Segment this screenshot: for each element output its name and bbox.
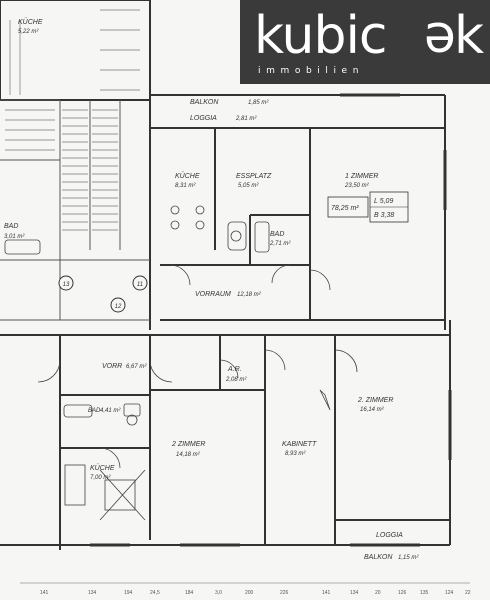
- total-area: 78,25 m²: [331, 205, 359, 212]
- room-kueche-top: KÜCHE: [18, 18, 43, 26]
- stair-label-11: 11: [137, 282, 143, 288]
- bkz-value: B 3,38: [374, 212, 394, 219]
- room-kabinett-area: 8,93 m²: [285, 451, 306, 457]
- lage-value: L 5,09: [374, 198, 393, 205]
- room-kabinett: KABINETT: [282, 441, 317, 448]
- room-balkon-top: BALKON: [190, 99, 219, 106]
- dimension-label: 141: [322, 590, 331, 596]
- logo-flipped-letter: e: [424, 10, 456, 70]
- room-loggia-top: LOGGIA: [190, 115, 217, 122]
- room-zimmer1: 1 ZIMMER: [345, 173, 378, 180]
- room-zimmer2-mid-area: 14,18 m²: [176, 452, 201, 458]
- room-vorr: VORR: [102, 363, 122, 370]
- room-bad-right: BAD: [270, 231, 284, 238]
- room-kueche-area: 8,31 m²: [175, 183, 196, 189]
- room-zimmer2-right-area: 16,14 m²: [360, 407, 385, 413]
- logo-last-letter: k: [454, 6, 485, 66]
- dimension-label: 135: [420, 590, 429, 596]
- room-balkon-top-area: 1,85 m²: [248, 100, 269, 106]
- room-ar-area: 2,08 m²: [225, 377, 247, 383]
- dimension-label: 194: [124, 590, 133, 596]
- room-kueche: KÜCHE: [175, 172, 200, 180]
- dimension-label: 226: [280, 590, 289, 596]
- room-kueche-left: KÜCHE: [90, 464, 115, 472]
- room-vorr-area: 6,67 m²: [126, 364, 147, 370]
- room-kueche-left-area: 7,00 m²: [90, 475, 111, 481]
- dimension-label: 134: [88, 590, 97, 596]
- room-vorraum-area: 12,18 m²: [237, 292, 262, 298]
- room-balkon-right-area: 1,15 m²: [398, 555, 419, 561]
- room-ar: A.R.: [227, 366, 242, 373]
- room-loggia-top-area: 2,81 m²: [235, 116, 257, 122]
- room-essplatz-area: 5,05 m²: [238, 183, 259, 189]
- dimension-label: 3,0: [215, 590, 222, 596]
- room-bad-mid-area: 4,41 m²: [100, 408, 121, 414]
- room-zimmer2-mid: 2 ZIMMER: [171, 441, 205, 448]
- dimension-label: 126: [398, 590, 407, 596]
- room-zimmer2-right: 2. ZIMMER: [357, 397, 393, 404]
- company-logo: kubic e k immobilien: [240, 0, 490, 84]
- dimension-label: 184: [185, 590, 194, 596]
- dimension-label: 141: [40, 590, 49, 596]
- dimension-label: 24,5: [150, 590, 160, 596]
- dimension-label: 124: [445, 590, 454, 596]
- logo-subtitle: immobilien: [258, 66, 364, 76]
- room-zimmer1-area: 23,50 m²: [344, 183, 370, 189]
- room-kueche-top-area: 5,22 m²: [18, 29, 39, 35]
- dimension-label: 22: [465, 590, 471, 596]
- dimension-label: 200: [245, 590, 254, 596]
- stair-label-13: 13: [63, 282, 70, 288]
- dimension-label: 134: [350, 590, 359, 596]
- stair-label-12: 12: [115, 304, 122, 310]
- room-essplatz: ESSPLATZ: [236, 173, 272, 180]
- room-bad-left-area: 3,01 m²: [4, 234, 25, 240]
- room-bad-mid: BAD: [88, 408, 101, 414]
- room-bad-left: BAD: [4, 223, 18, 230]
- room-vorraum: VORRAUM: [195, 291, 231, 298]
- logo-wordmark: kubic: [254, 6, 388, 66]
- room-balkon-right: BALKON: [364, 554, 393, 561]
- room-bad-right-area: 2,71 m²: [269, 241, 291, 247]
- room-loggia-right: LOGGIA: [376, 532, 403, 539]
- dimension-label: 20: [375, 590, 381, 596]
